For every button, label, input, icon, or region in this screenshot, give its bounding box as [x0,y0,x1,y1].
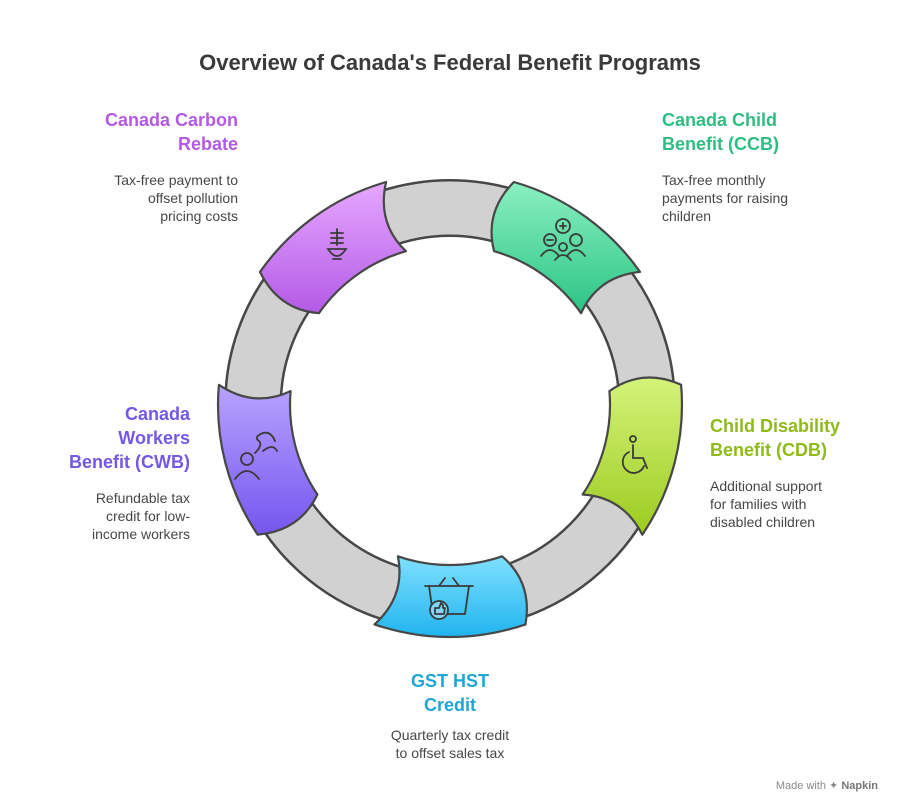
label-cdb: Child Disability Benefit (CDB) [710,414,890,462]
label-ccb-line-1: Canada Child [662,110,778,130]
desc-cwb-line-1: Refundable tax [95,490,190,506]
desc-cdb-line-3: disabled children [710,514,816,530]
label-ccb: Canada Child Benefit (CCB) [662,108,862,156]
segment-gst [373,555,528,639]
desc-cwb: Refundable tax credit for low- income wo… [20,489,190,543]
label-cdb-line-2: Benefit (CDB) [710,440,827,460]
label-gst-line-1: GST HST [410,671,489,691]
desc-gst-line-2: to offset sales tax [395,745,505,761]
desc-carbon-line-2: offset pollution [147,190,238,206]
desc-ccb: Tax-free monthly payments for raising ch… [662,171,862,225]
desc-ccb-line-2: payments for raising [662,190,789,206]
label-cwb-line-2: Workers [118,428,190,448]
label-ccb-line-2: Benefit (CCB) [662,134,779,154]
desc-carbon-line-3: pricing costs [160,208,238,224]
segment-carbon-shape [258,180,407,315]
label-carbon-line-1: Canada Carbon [104,110,238,130]
label-cwb-line-1: Canada [124,404,190,424]
segment-gst-shape [373,555,528,639]
desc-carbon-line-1: Tax-free payment to [114,172,238,188]
segment-ccb [490,180,642,315]
worker-path-icon [234,431,278,480]
segment-cwb [216,383,319,536]
desc-carbon: Tax-free payment to offset pollution pri… [60,171,238,225]
segment-ccb-shape [490,180,642,315]
desc-gst: Quarterly tax credit to offset sales tax [340,726,560,762]
label-cwb: Canada Workers Benefit (CWB) [20,402,190,474]
label-cwb-line-3: Benefit (CWB) [69,452,190,472]
napkin-logo-icon: ✦ [829,780,839,792]
desc-cwb-line-3: income workers [91,526,190,542]
desc-ccb-line-1: Tax-free monthly [662,172,766,188]
desc-cwb-line-2: credit for low- [105,508,190,524]
label-gst: GST HST Credit [340,669,560,717]
desc-gst-line-1: Quarterly tax credit [390,727,510,743]
label-cdb-line-1: Child Disability [710,416,841,436]
wheelchair-icon [621,435,648,474]
basket-thumbs-up-icon [424,577,474,620]
footer-made-with-napkin: Made with ✦ Napkin [776,779,878,792]
label-carbon: Canada Carbon Rebate [60,108,238,156]
footer-brand: Napkin [841,780,878,792]
segment-carbon [258,180,407,315]
label-gst-line-2: Credit [423,695,476,715]
desc-ccb-line-3: children [662,208,712,224]
desc-cdb-line-1: Additional support [710,478,823,494]
label-carbon-line-2: Rebate [177,134,238,154]
page-title: Overview of Canada's Federal Benefit Pro… [199,50,701,75]
footer-made-with: Made with [775,780,826,792]
desc-cdb: Additional support for families with dis… [710,477,890,531]
family-icon [540,218,586,261]
lightbulb-icon [326,228,348,260]
segment-cwb-shape [216,383,319,536]
desc-cdb-line-2: for families with [710,496,807,512]
